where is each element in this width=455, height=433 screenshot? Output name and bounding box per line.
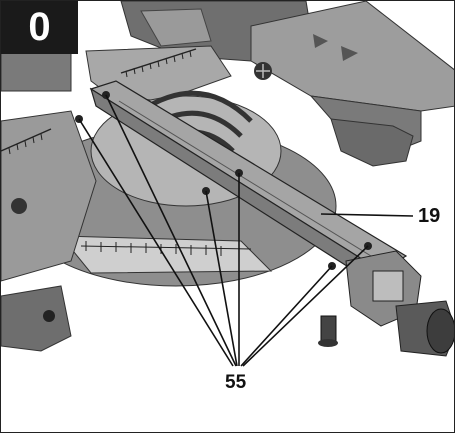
right-table-extension [250,1,454,167]
left-table-extension [1,110,97,352]
front-clamp-assembly [318,250,454,357]
callout-label-fence: 19 [418,205,441,227]
step-badge: 0 [1,1,78,54]
saw-head [1,1,312,92]
callout-leaders-55 [78,94,369,367]
callout-label-screws: 55 [225,372,247,393]
callout-leader-19 [320,213,414,217]
